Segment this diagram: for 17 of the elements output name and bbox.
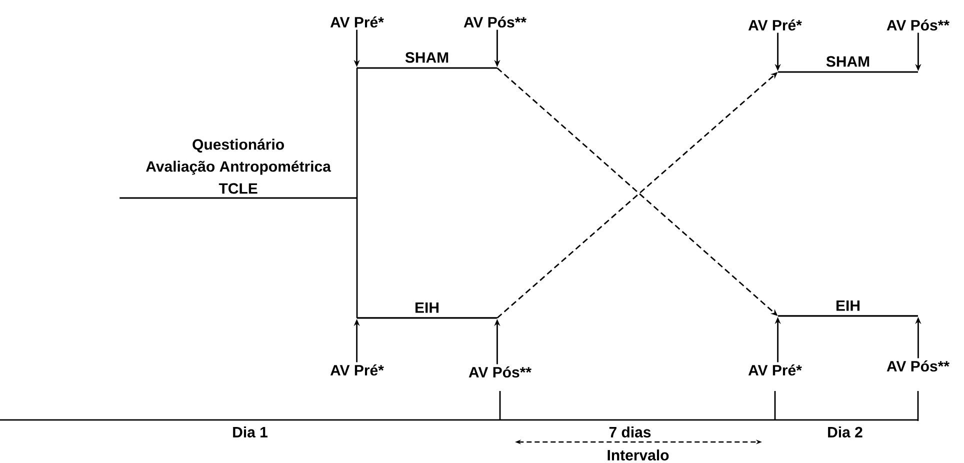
assessment-label: AV Pré* <box>748 19 802 31</box>
timeline-label: Dia 2 <box>828 426 862 438</box>
group-line: EIH <box>778 300 918 317</box>
group-line: EIH <box>357 302 497 319</box>
assessment-label: AV Pós** <box>886 19 950 31</box>
timeline-label: 7 dias <box>609 426 651 438</box>
group-line: SHAM <box>357 52 497 69</box>
assessment-label: AV Pré* <box>330 16 384 28</box>
assessment-label: AV Pós** <box>468 366 532 378</box>
timeline-label: Dia 1 <box>233 426 268 438</box>
assessment-label: AV Pós** <box>464 16 526 28</box>
assessment-label: AV Pré* <box>330 364 384 376</box>
timeline-label: Intervalo <box>608 449 669 460</box>
text-block: Questionário Avaliação Antropométrica TCLE <box>120 138 357 199</box>
assessment-label: AV Pré* <box>748 364 802 376</box>
assessment-label: AV Pós** <box>886 360 950 372</box>
group-line: SHAM <box>778 56 918 73</box>
